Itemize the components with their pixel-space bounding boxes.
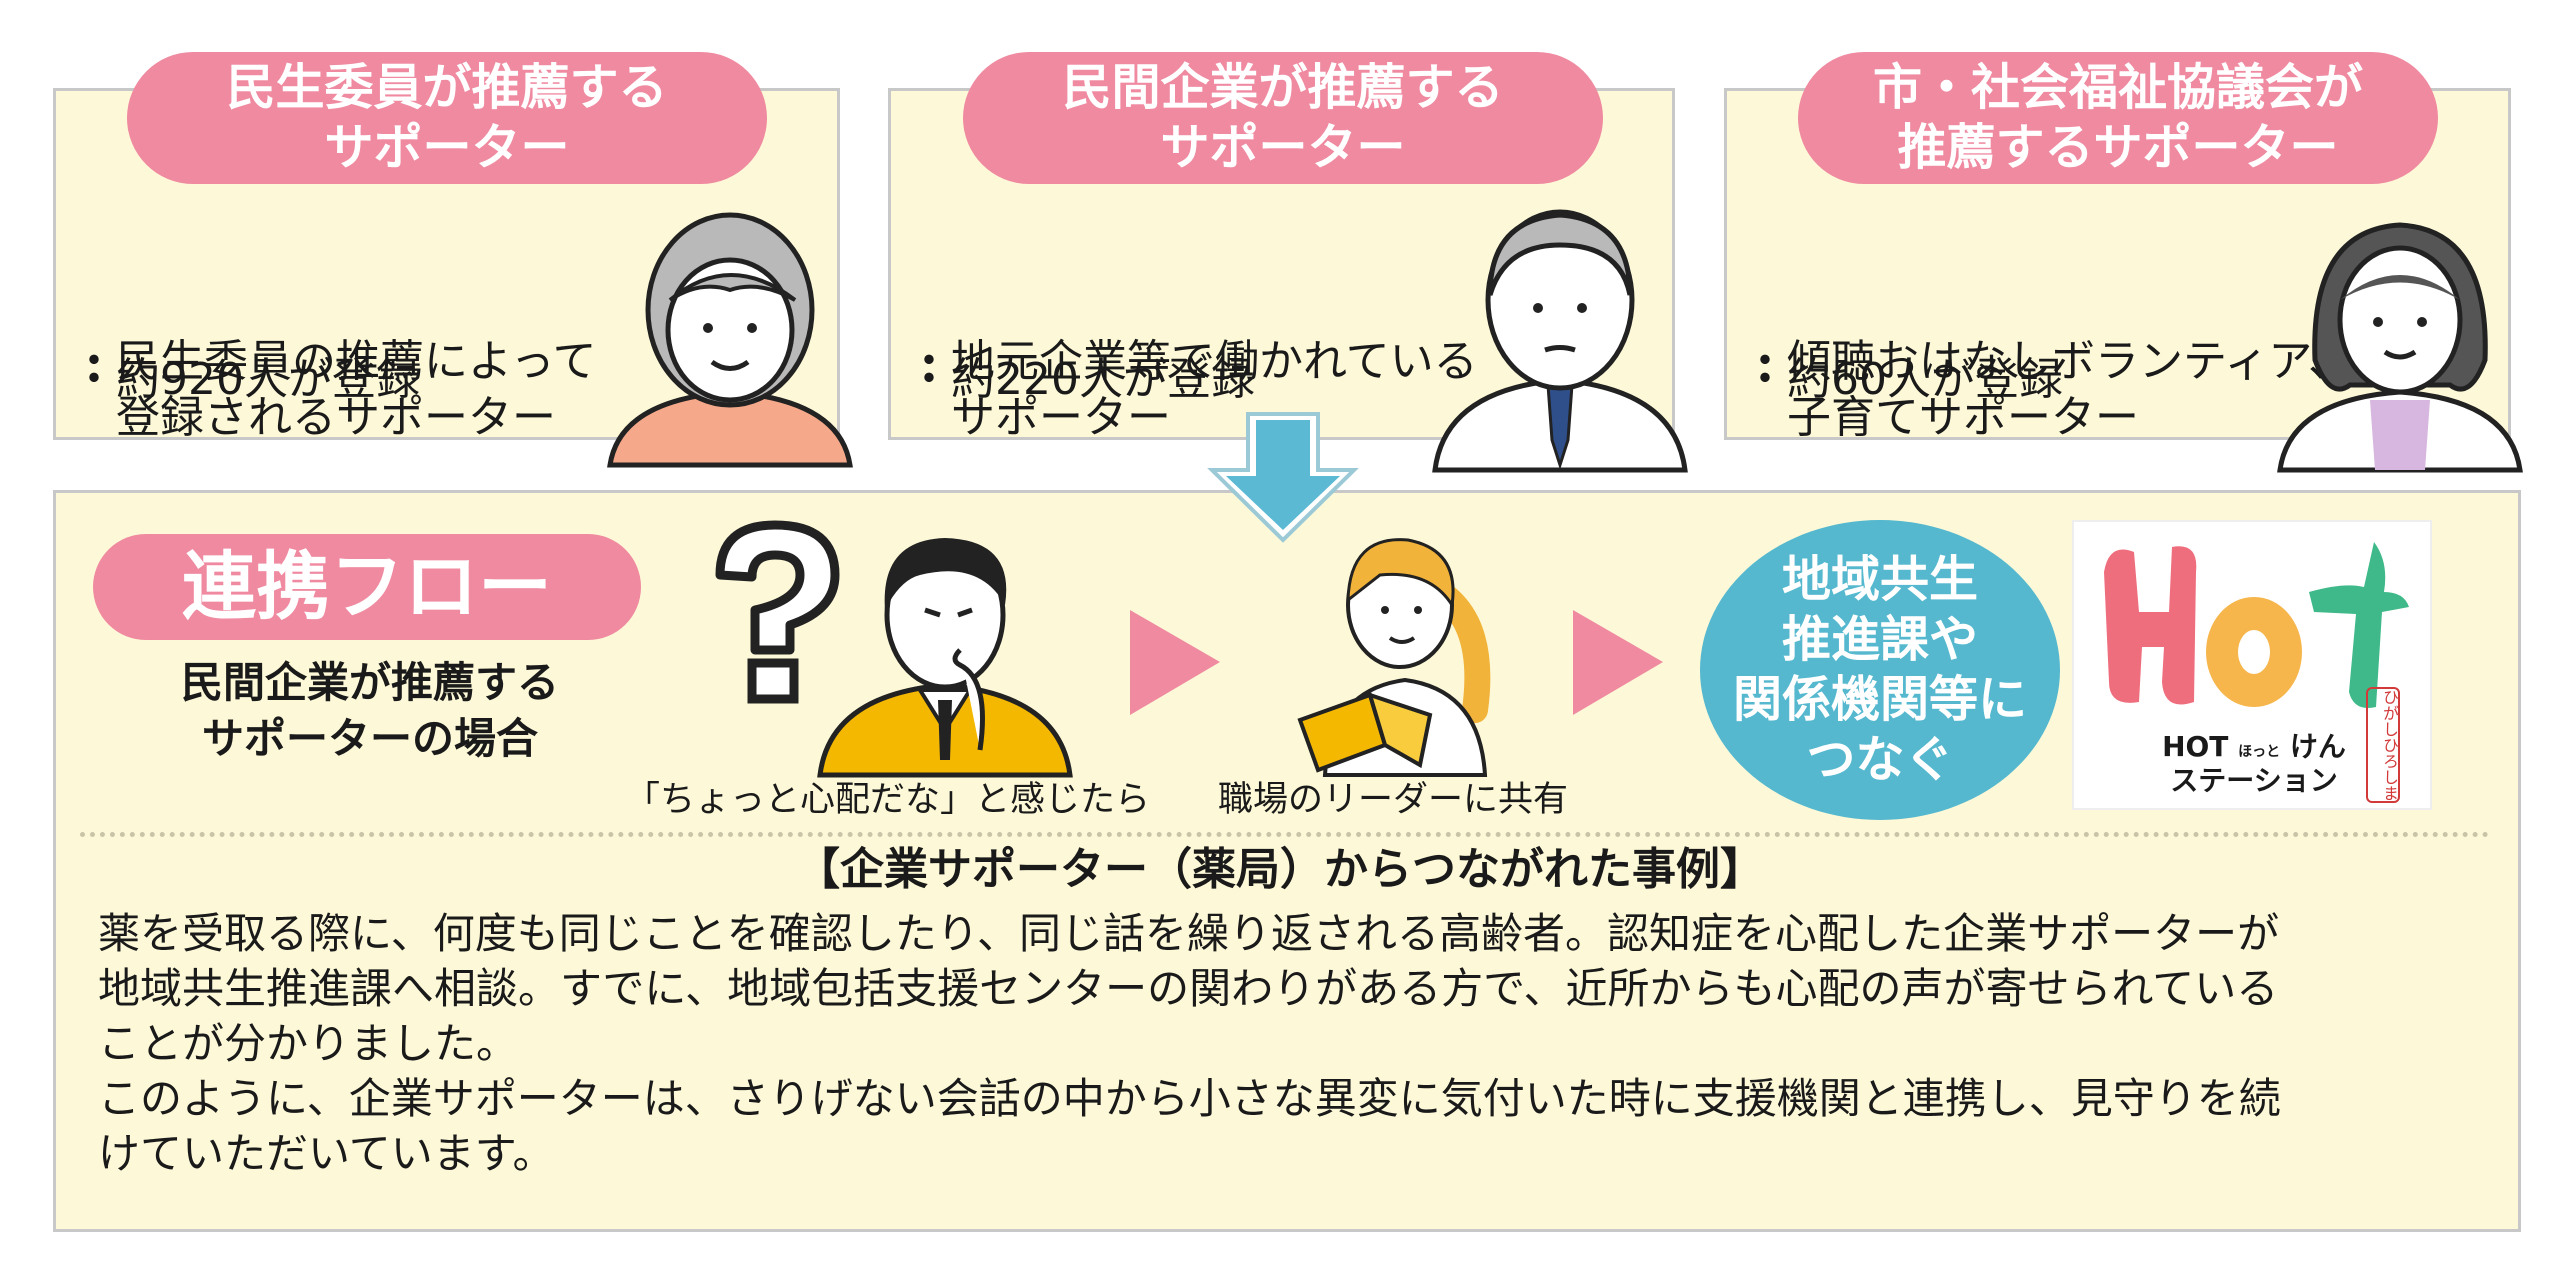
flow-title: 連携フロー [93, 534, 641, 640]
divider [80, 832, 2490, 837]
case-body: 薬を受取る際に、何度も同じことを確認したり、同じ話を繰り返される高齢者。認知症を… [98, 906, 2498, 1181]
down-arrow-icon [1207, 412, 1359, 543]
step3-circle: 地域共生 推進課や 関係機関等に つなぐ [1700, 520, 2060, 820]
right-triangle-icon [1573, 610, 1663, 715]
case-line: けていただいています。 [98, 1129, 555, 1178]
case-line: 薬を受取る際に、何度も同じことを確認したり、同じ話を繰り返される高齢者。認知症を… [98, 909, 2280, 958]
question-mark-icon [715, 520, 840, 704]
elderly-woman-illustration [607, 212, 853, 468]
hot-stamp: ひがしひろしま [2366, 687, 2400, 803]
card-council-title: 市・社会福祉協議会が 推薦するサポーター [1798, 52, 2438, 184]
hot-logo-mark [2104, 542, 2409, 708]
case-line: このように、企業サポーターは、さりげない会話の中から小さな異変に気付いた時に支援… [98, 1074, 2281, 1123]
businessman-illustration [1432, 209, 1688, 473]
card-council-bullet-2: ・約60人が登録 [1743, 354, 2063, 405]
card-company-title: 民間企業が推薦する サポーター [963, 52, 1603, 184]
leader-woman-illustration [1297, 538, 1491, 777]
case-title: 【企業サポーター（薬局）からつながれた事例】 [796, 844, 1764, 895]
card-minsei-bullet-2: ・約920人が登録 [72, 354, 420, 405]
card-minsei-title: 民生委員が推薦する サポーター [127, 52, 767, 184]
hot-station-logo: ひがしひろしま HOT ほっと けん ステーション [2072, 520, 2432, 810]
thinking-businessman-illustration [817, 538, 1073, 778]
card-council-bullet-1: ・傾聴おはなしボランティア、 子育てサポーター [1743, 336, 2352, 443]
step2-caption: 職場のリーダーに共有 [1218, 780, 1569, 820]
hot-logo-line1: HOT ほっと けん [2162, 730, 2346, 763]
case-line: 地域共生推進課へ相談。すでに、地域包括支援センターの関わりがある方で、近所からも… [98, 964, 2279, 1013]
woman-illustration [2277, 222, 2523, 473]
hot-logo-line2: ステーション [2170, 764, 2338, 797]
flow-subtitle: 民間企業が推薦する サポーターの場合 [180, 658, 559, 763]
right-triangle-icon [1130, 610, 1220, 715]
step1-caption: 「ちょっと心配だな」と感じたら [625, 780, 1151, 820]
card-company-bullet-1: ・地元企業等で働かれている サポーター [907, 336, 1478, 443]
card-minsei-bullet-1: ・民生委員の推薦によって 登録されるサポーター [72, 336, 597, 443]
case-line: ことが分かりました。 [98, 1019, 519, 1068]
card-company-bullet-2: ・約220人が登録 [907, 354, 1255, 405]
